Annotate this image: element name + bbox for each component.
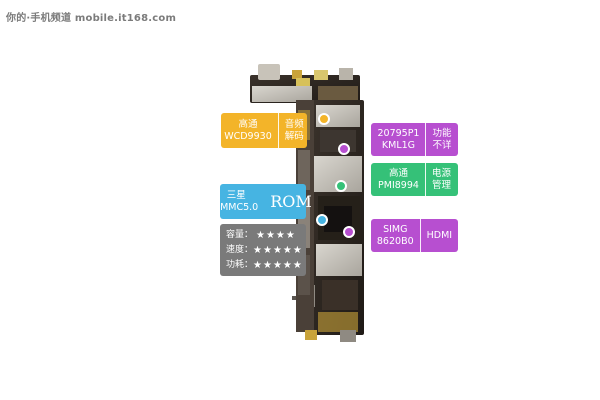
label-power-management: 高通 PMI8994 电源 管理 [371, 163, 458, 196]
rating-stars-speed: ★★★★★ [253, 244, 303, 256]
hdmi-chip-brand: SIMG [383, 223, 408, 235]
rating-label-capacity: 容量： [226, 229, 254, 240]
rom-chip-model: eMMC5.0 [214, 201, 259, 213]
label-rom: 三星 eMMC5.0 ROM [214, 184, 312, 219]
label-hdmi: SIMG 8620B0 HDMI [371, 219, 458, 252]
rating-label-speed: 速度： [226, 244, 254, 255]
rating-stars-capacity: ★★★★ [256, 229, 296, 241]
label-audio-codec: 高通 WCD9930 音频 解码 [221, 113, 307, 148]
bottom-connector [340, 330, 356, 342]
uncertain-chip-model: 20795P1 [377, 127, 420, 139]
rom-chip-brand: 三星 [226, 189, 246, 201]
uncertain-chip-code: KML1G [381, 139, 416, 151]
marker-hdmi [343, 226, 355, 238]
rating-row-speed: 速度： ★★★★★ [226, 243, 303, 258]
rom-func: ROM [270, 191, 312, 211]
power-func-1: 电源 [431, 167, 451, 179]
audio-chip-model: WCD9930 [224, 130, 272, 142]
marker-audio [318, 113, 330, 125]
audio-separator [277, 113, 279, 148]
power-chip-model: PMI8994 [378, 179, 419, 191]
rating-row-power: 功耗： ★★★★★ [226, 258, 303, 273]
hdmi-chip-model: 8620B0 [376, 235, 414, 247]
hdmi-separator [419, 219, 421, 252]
board-top [250, 64, 360, 103]
uncertain-func-2: 不详 [432, 139, 452, 151]
rating-row-capacity: 容量： ★★★★ [226, 228, 300, 243]
power-separator [424, 163, 426, 196]
label-uncertain-chip: 20795P1 KML1G 功能 不详 [371, 123, 458, 156]
marker-rom [316, 214, 328, 226]
rating-stars-power: ★★★★★ [253, 259, 303, 271]
hdmi-func: HDMI [426, 229, 453, 241]
rating-label-power: 功耗： [226, 259, 254, 270]
bottom-pad-left [305, 330, 317, 340]
marker-uncertain [338, 143, 350, 155]
marker-power [335, 180, 347, 192]
power-chip-brand: 高通 [388, 167, 408, 179]
audio-func-2: 解码 [284, 130, 304, 142]
watermark: 你的·手机频道 mobile.it168.com [6, 13, 177, 24]
audio-chip-brand: 高通 [238, 118, 258, 130]
uncertain-separator [425, 123, 427, 156]
rom-rating-box: 容量： ★★★★ 速度： ★★★★★ 功耗： ★★★★★ [220, 224, 306, 276]
uncertain-func-1: 功能 [432, 127, 452, 139]
power-func-2: 管理 [431, 179, 451, 191]
audio-func-1: 音频 [284, 118, 304, 130]
